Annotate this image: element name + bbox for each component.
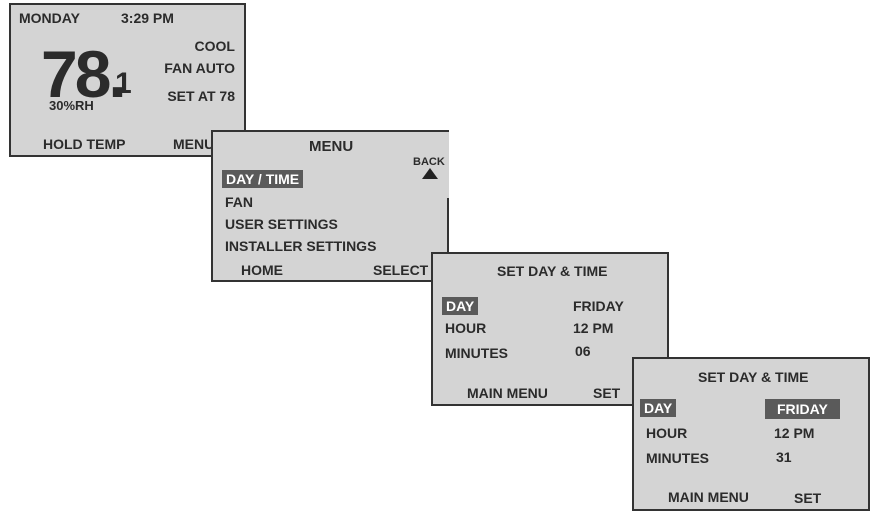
humidity-display: 30%RH xyxy=(49,98,94,113)
mode-display: COOL xyxy=(194,38,235,54)
minutes-field-label[interactable]: MINUTES xyxy=(445,345,508,361)
hold-temp-button[interactable]: HOLD TEMP xyxy=(43,136,126,152)
time-display: 3:29 PM xyxy=(121,10,174,26)
back-button[interactable]: BACK xyxy=(413,156,445,168)
select-button[interactable]: SELECT xyxy=(373,262,429,278)
hour-value: 12 PM xyxy=(774,425,815,441)
menu-item-day-time[interactable]: DAY / TIME xyxy=(222,170,304,188)
fan-display: FAN AUTO xyxy=(164,60,235,76)
set-day-time-title: SET DAY & TIME xyxy=(497,263,608,279)
menu-item-user-settings[interactable]: USER SETTINGS xyxy=(225,216,338,232)
set-button[interactable]: SET xyxy=(593,385,621,401)
set-day-time-screen: SET DAY & TIME DAY FRIDAY HOUR 12 PM MIN… xyxy=(431,252,669,406)
main-menu-button[interactable]: MAIN MENU xyxy=(668,489,749,505)
day-display: MONDAY xyxy=(19,10,80,26)
menu-item-fan[interactable]: FAN xyxy=(225,194,253,210)
temperature-decimal: 1 xyxy=(115,67,132,100)
day-field-label[interactable]: DAY xyxy=(640,399,677,417)
menu-item-installer-settings[interactable]: INSTALLER SETTINGS xyxy=(225,238,377,254)
home-button[interactable]: HOME xyxy=(241,262,283,278)
up-arrow-icon[interactable] xyxy=(422,168,438,179)
temperature-whole: 78. xyxy=(41,37,127,111)
set-day-time-edit-screen: SET DAY & TIME DAY FRIDAY HOUR 12 PM MIN… xyxy=(632,357,870,511)
minutes-value: 31 xyxy=(776,449,792,465)
set-day-time-title: SET DAY & TIME xyxy=(698,369,809,385)
day-value-selected[interactable]: FRIDAY xyxy=(765,399,840,419)
day-field-label[interactable]: DAY xyxy=(442,297,479,315)
setpoint-display: SET AT 78 xyxy=(167,88,235,104)
main-menu-button[interactable]: MAIN MENU xyxy=(467,385,548,401)
hour-value: 12 PM xyxy=(573,320,614,336)
menu-title: MENU xyxy=(309,138,354,155)
hour-field-label[interactable]: HOUR xyxy=(646,425,688,441)
menu-screen: MENU BACK DAY / TIME FAN USER SETTINGS I… xyxy=(211,130,449,282)
minutes-value: 06 xyxy=(575,343,591,359)
day-value: FRIDAY xyxy=(573,298,624,314)
home-screen: MONDAY 3:29 PM 78. 1 30%RH COOL FAN AUTO… xyxy=(9,3,246,157)
minutes-field-label[interactable]: MINUTES xyxy=(646,450,709,466)
set-button[interactable]: SET xyxy=(794,490,822,506)
hour-field-label[interactable]: HOUR xyxy=(445,320,487,336)
menu-button[interactable]: MENU xyxy=(173,136,215,152)
